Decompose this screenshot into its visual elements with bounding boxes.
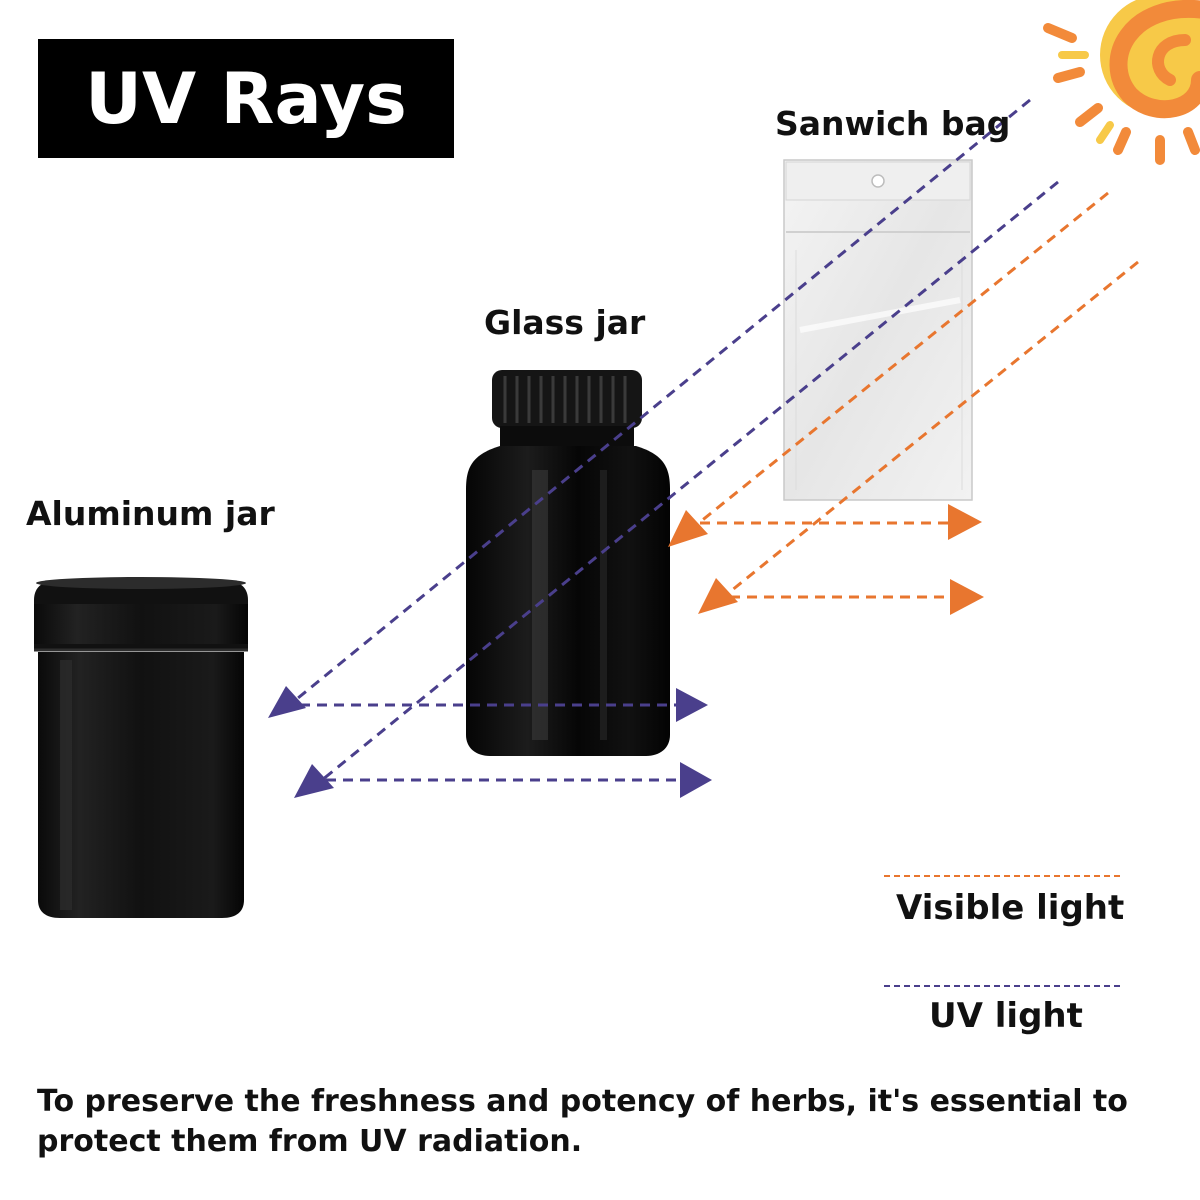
uv-arrowhead-in-2 (294, 764, 334, 798)
visible-arrowhead-in-1 (668, 510, 708, 547)
uv-rays (297, 98, 1059, 782)
uv-arrowhead-out-2 (680, 762, 712, 798)
glass-jar-label: Glass jar (484, 303, 646, 342)
visible-arrowhead-in-2 (698, 578, 738, 614)
glass-jar-icon (466, 370, 670, 756)
sandwich-bag-label: Sanwich bag (775, 104, 1011, 143)
legend-visible-label: Visible light (896, 888, 1125, 928)
uv-arrowheads (268, 686, 712, 798)
footer-text: To preserve the freshness and potency of… (37, 1084, 1128, 1159)
visible-arrowhead-out-1 (948, 504, 982, 540)
page-title: UV Rays (85, 57, 407, 140)
visible-ray-incoming-1 (699, 191, 1109, 524)
legend-uv-swatch (884, 985, 1120, 987)
aluminum-jar-icon (34, 577, 248, 918)
uv-arrowhead-out-1 (676, 688, 708, 722)
sun-icon (1043, 0, 1200, 165)
legend-uv-label: UV light (929, 996, 1083, 1036)
sandwich-bag-icon (783, 159, 973, 501)
uv-ray-incoming-1 (297, 98, 1031, 700)
title-banner: UV Rays (38, 39, 454, 158)
visible-ray-incoming-2 (725, 260, 1139, 597)
visible-arrowheads (668, 504, 984, 615)
uv-arrowhead-in-1 (268, 686, 306, 718)
uv-ray-incoming-2 (321, 180, 1059, 782)
aluminum-jar-label: Aluminum jar (26, 494, 275, 533)
visible-arrowhead-out-2 (950, 579, 984, 615)
legend-visible-swatch (884, 875, 1120, 877)
visible-rays (699, 191, 1139, 599)
